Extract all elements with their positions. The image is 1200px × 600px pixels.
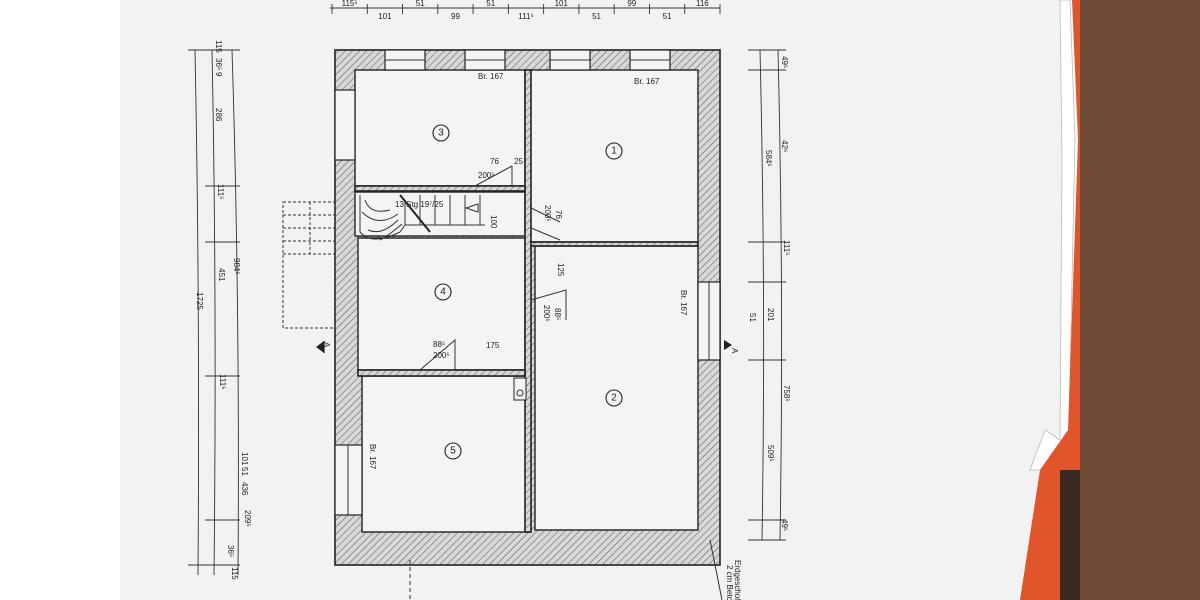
left-dim-111-5-a: 111⁵: [216, 184, 225, 199]
room-5-number: 5: [450, 446, 456, 457]
right-dim-584-5: 584⁵: [764, 150, 773, 167]
left-dim-451: 451: [217, 268, 226, 282]
room-2-width: Br. 167: [679, 290, 688, 316]
interior-wall-h1: [354, 185, 526, 192]
section-marker-right: A: [724, 340, 739, 354]
left-dim-101: 101: [240, 452, 249, 466]
stair-hall: [354, 191, 526, 237]
room-5-width: Br. 167: [368, 444, 377, 470]
right-dim-111-5: 111⁵: [782, 240, 791, 255]
room-2-number: 2: [611, 393, 617, 404]
bottom-note-1: Erdgeschoß: [733, 560, 742, 600]
left-dim-115-b: 115: [230, 567, 239, 580]
door3-height: 200⁵: [542, 305, 551, 322]
orange-edge: [1020, 0, 1085, 600]
top-dim-label: 111⁵: [518, 12, 533, 21]
right-dim-509-5: 509⁵: [766, 445, 775, 462]
left-dim-1725: 1725: [195, 292, 204, 310]
door4-height: 200⁵: [433, 351, 450, 360]
section-a-left: A: [322, 342, 331, 348]
right-dim-201: 201: [766, 308, 775, 322]
room-5-label: 5 Br. 167: [368, 442, 462, 470]
room4-dim: 125: [556, 263, 565, 277]
door4-width: 88⁵: [433, 340, 445, 349]
top-dimension-line: 115⁵ 101 51 99 51 111⁵ 101 51 99 51 116: [330, 0, 721, 21]
top-dim-label: 51: [663, 12, 672, 21]
left-dimension-chain: 115 36⁵ 9 286 111⁵ 451 111⁵ 984⁵ 1725 10…: [188, 40, 252, 580]
left-dim-9: 9: [214, 72, 223, 77]
top-dim-label: 115⁵: [342, 0, 358, 8]
left-dim-36-5: 36⁵: [214, 58, 223, 70]
room-1-label: 1 Br. 167: [605, 77, 660, 160]
room-4-number: 4: [440, 287, 446, 298]
right-dim-758-5: 758⁵: [782, 385, 791, 402]
left-dim-436: 436: [240, 482, 249, 496]
room-2-label: 2 Br. 167: [605, 290, 688, 407]
top-dim-label: 51: [486, 0, 495, 8]
door2-width: 76: [554, 210, 563, 219]
top-windows: [384, 49, 671, 71]
floor-edge: [1060, 470, 1080, 600]
top-dim-label: 101: [378, 12, 392, 21]
room-3-width: Br. 167: [478, 72, 504, 81]
top-dim-label: 51: [592, 12, 601, 21]
room-1-number: 1: [611, 146, 617, 157]
room-1: [529, 69, 699, 243]
section-marker-left: A: [316, 341, 331, 353]
left-dim-36-5-b: 36⁵: [226, 545, 235, 557]
section-a-right: A: [730, 348, 739, 354]
right-dimension-chain: 49⁵ 42⁶ 584⁵ 111⁵ 201 51 758⁵ 509⁵ 49⁵: [748, 49, 791, 541]
door1-width: 76: [490, 157, 499, 166]
door-markers: [419, 165, 567, 401]
left-dim-115: 115: [214, 40, 223, 53]
stair-label: 13 Stg 19⁷/25: [395, 200, 444, 209]
bottom-note-2: 2 cm Beton: [725, 565, 734, 600]
room-3-number: 3: [438, 128, 444, 139]
left-dim-111-5-b: 111⁵: [218, 374, 227, 389]
paper-curl: [1029, 0, 1076, 471]
right-dim-49-5-b: 49⁵: [780, 519, 789, 531]
left-dim-209-5: 209⁵: [243, 510, 252, 527]
stair-width: 100: [489, 215, 498, 229]
top-dim-label: 99: [627, 0, 636, 8]
top-dim-label: 101: [555, 0, 569, 8]
interior-wall-v: [524, 69, 532, 533]
side-windows: [334, 89, 721, 516]
left-dim-984-5: 984⁵: [232, 258, 241, 275]
top-dim-label: 99: [451, 12, 460, 21]
room-3-label: 3 Br. 167: [432, 72, 504, 142]
room-2: [534, 245, 699, 531]
entry-steps: [282, 201, 336, 329]
door1-height: 200⁵: [478, 171, 495, 180]
door4-length: 175: [486, 341, 500, 350]
left-dim-286: 286: [214, 108, 223, 122]
wood-floor: [1080, 0, 1200, 600]
door3-width: 88⁵: [553, 308, 562, 320]
right-dim-49-5-a: 49⁵: [780, 56, 789, 68]
interior-wall-h2: [530, 241, 699, 247]
staircase: 13 Stg 19⁷/25 100: [359, 194, 498, 241]
door1-thickness: 25: [514, 157, 523, 166]
door2-height: 200⁵: [543, 205, 552, 222]
top-dim-label: 51: [416, 0, 425, 8]
interior-wall-h3: [357, 369, 526, 377]
bottom-extension: Erdgeschoß 2 cm Beton: [409, 539, 742, 600]
left-dim-51: 51: [240, 467, 249, 476]
top-dim-label: 116: [696, 0, 709, 8]
right-dim-51: 51: [748, 313, 757, 322]
room-4-label: 4: [434, 283, 452, 301]
right-dim-42-6: 42⁶: [780, 140, 789, 152]
room-1-width: Br. 167: [634, 77, 660, 86]
